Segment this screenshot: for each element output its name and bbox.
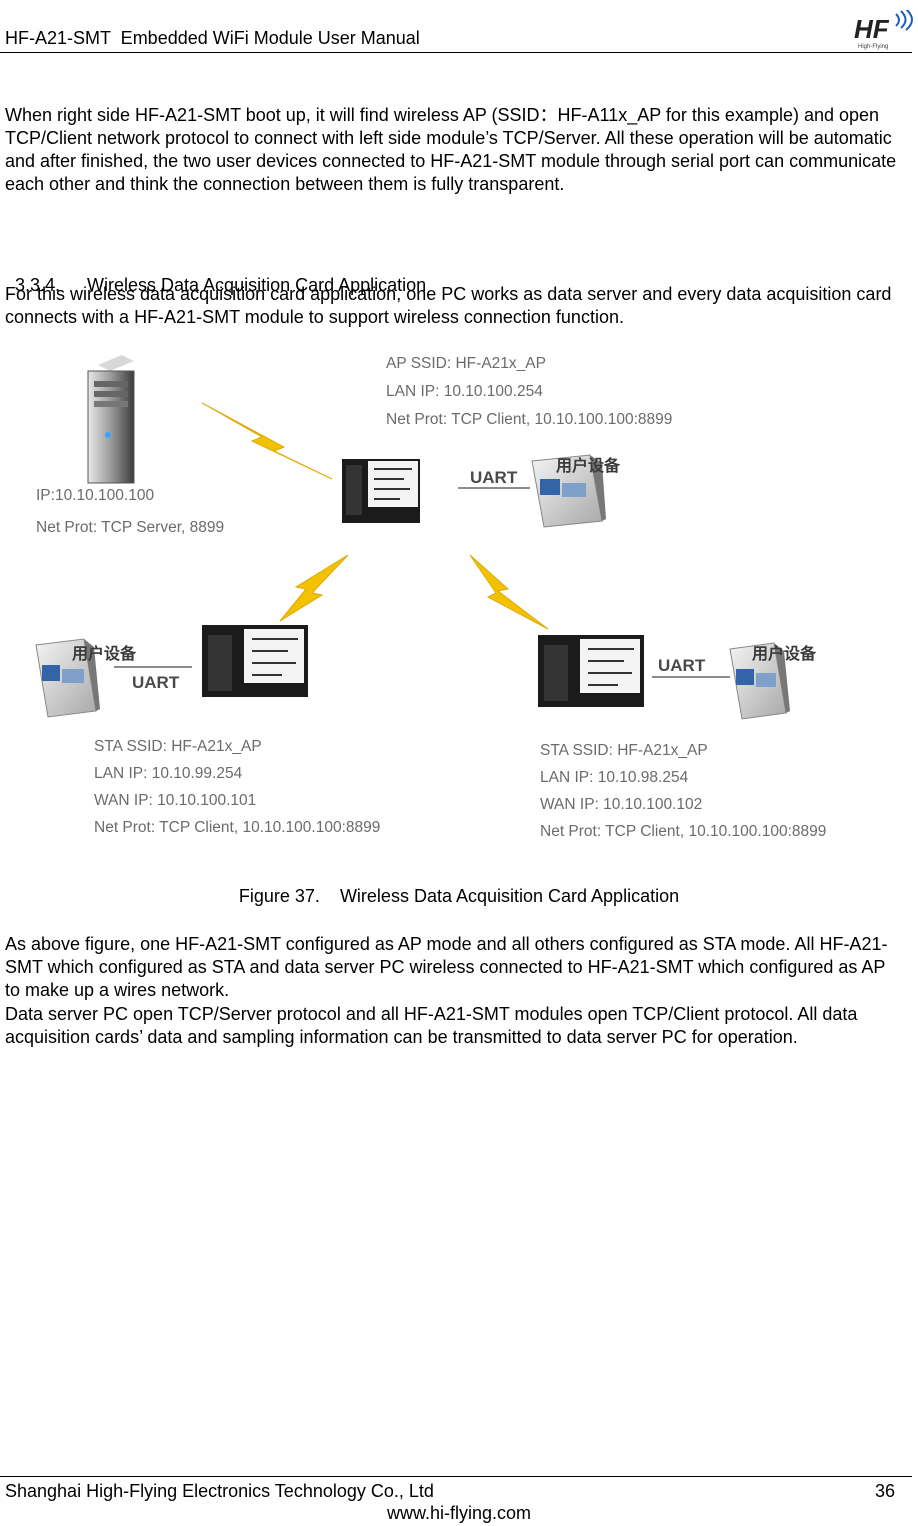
lightning-icon (201, 402, 333, 480)
sta1-wanip-label: WAN IP: 10.10.100.101 (94, 792, 256, 809)
svg-text:High-Flying: High-Flying (858, 44, 888, 50)
figure-number: Figure 37. (238, 886, 320, 906)
user-device-icon (729, 642, 790, 720)
header-title: HF-A21-SMT Embedded WiFi Module User Man… (5, 28, 420, 48)
ap-ssid-label: AP SSID: HF-A21x_AP (386, 355, 546, 372)
sta2-ssid-label: STA SSID: HF-A21x_AP (540, 742, 708, 759)
user-device-label: 用户设备 (752, 644, 817, 663)
ap-netprot-label: Net Prot: TCP Client, 10.10.100.100:8899 (386, 411, 672, 428)
footer-rule (0, 1476, 912, 1477)
user-device-label: 用户设备 (556, 456, 621, 475)
figure-title: Wireless Data Acquisition Card Applicati… (339, 886, 680, 906)
page-number: 36 (875, 1481, 896, 1501)
wifi-module-icon (342, 459, 420, 523)
section-heading: 3.3.4. Wireless Data Acquisition Card App… (5, 254, 426, 296)
server-icon (87, 355, 135, 484)
uart-label: UART (658, 656, 706, 675)
section-number: 3.3.4. (15, 275, 61, 295)
server-netprot-label: Net Prot: TCP Server, 8899 (36, 519, 224, 536)
company-logo: HF High-Flying (854, 10, 913, 50)
intro-paragraph: When right side HF-A21-SMT boot up, it w… (5, 105, 897, 194)
sta1-netprot-label: Net Prot: TCP Client, 10.10.100.100:8899 (94, 819, 380, 836)
svg-text:HF: HF (854, 14, 890, 44)
sta1-ssid-label: STA SSID: HF-A21x_AP (94, 738, 262, 755)
ap-lanip-label: LAN IP: 10.10.100.254 (386, 383, 543, 400)
lightning-icon (279, 554, 349, 622)
sta2-lanip-label: LAN IP: 10.10.98.254 (540, 769, 689, 786)
user-device-icon (35, 638, 100, 718)
user-device-label: 用户设备 (72, 644, 137, 663)
sta2-netprot-label: Net Prot: TCP Client, 10.10.100.100:8899 (540, 823, 826, 840)
figure-caption: Figure 37. Wireless Data Acquisition Car… (0, 886, 918, 907)
section-title: Wireless Data Acquisition Card Applicati… (87, 275, 427, 295)
uart-label: UART (132, 673, 180, 692)
network-diagram: IP:10.10.100.100 Net Prot: TCP Server, 8… (35, 355, 826, 840)
wifi-module-icon (202, 625, 308, 697)
header-rule (0, 52, 912, 53)
wifi-module-icon (538, 635, 644, 707)
user-device-icon (531, 454, 606, 528)
uart-label: UART (470, 468, 518, 487)
footer-company: Shanghai High-Flying Electronics Technol… (5, 1481, 434, 1501)
section-description: For this wireless data acquisition card … (5, 284, 892, 327)
explanation-paragraph-1: As above figure, one HF-A21-SMT configur… (5, 934, 888, 1000)
server-ip-label: IP:10.10.100.100 (36, 487, 154, 504)
footer-website[interactable]: www.hi-flying.com (386, 1503, 532, 1523)
sta2-wanip-label: WAN IP: 10.10.100.102 (540, 796, 702, 813)
sta1-lanip-label: LAN IP: 10.10.99.254 (94, 765, 243, 782)
lightning-icon (469, 554, 549, 630)
explanation-paragraph-2: Data server PC open TCP/Server protocol … (5, 1004, 858, 1047)
